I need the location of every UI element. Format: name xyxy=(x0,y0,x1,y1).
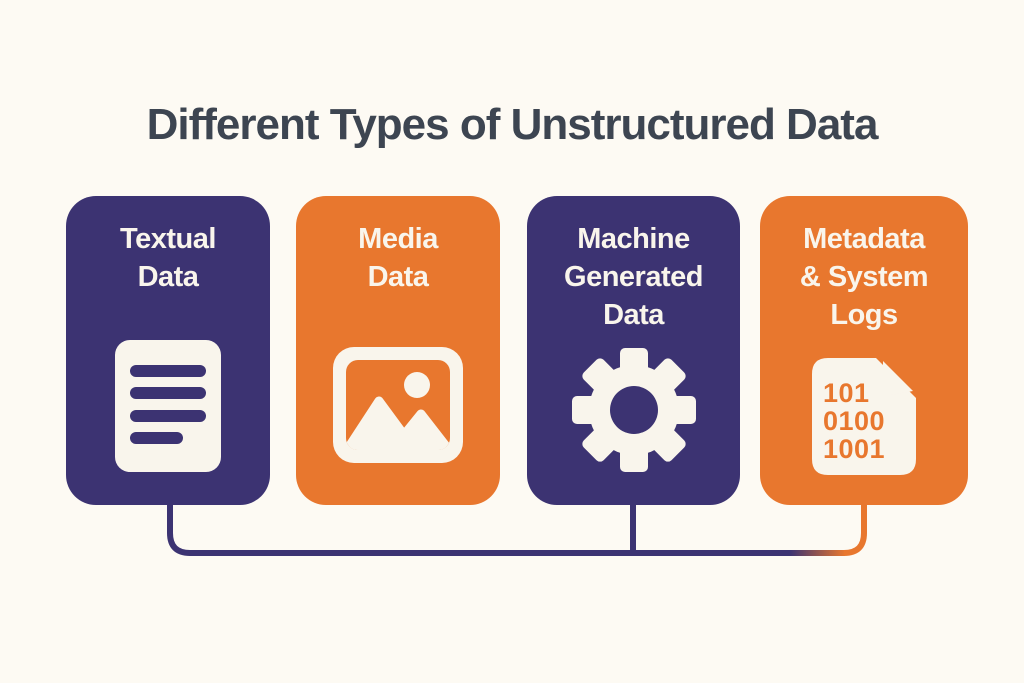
connector-right xyxy=(843,498,867,556)
image-icon xyxy=(333,347,463,463)
binary-line-2: 0100 xyxy=(823,406,885,436)
binary-line-1: 101 xyxy=(823,378,870,408)
card-label-line: Metadata xyxy=(803,223,925,255)
card-media-data-label: Media Data xyxy=(296,220,500,296)
card-metadata-system-logs: Metadata & System Logs 101 0100 1001 xyxy=(760,196,968,505)
page-title: Different Types of Unstructured Data xyxy=(146,100,879,149)
card-label-line: Data xyxy=(367,261,429,293)
connector-left xyxy=(167,498,812,556)
card-label-line: & System xyxy=(799,261,929,293)
gear-icon xyxy=(571,348,696,472)
card-machine-generated-data: Machine Generated Data xyxy=(527,196,740,505)
card-textual-data: Textual Data xyxy=(66,196,270,505)
card-label-line: Data xyxy=(137,261,199,293)
card-label-line: Machine xyxy=(577,223,690,255)
card-label-line: Logs xyxy=(830,299,898,331)
card-media-data: Media Data xyxy=(296,196,500,505)
document-lines-icon xyxy=(115,340,221,472)
card-metadata-system-logs-label: Metadata & System Logs xyxy=(760,220,968,334)
card-label-line: Textual xyxy=(120,223,216,255)
binary-line-3: 1001 xyxy=(823,434,885,464)
card-label-line: Data xyxy=(603,299,664,331)
card-label-line: Generated xyxy=(564,261,703,293)
binary-file-icon: 101 0100 1001 xyxy=(812,358,916,475)
card-textual-data-label: Textual Data xyxy=(66,220,270,296)
card-label-line: Media xyxy=(358,223,438,255)
card-machine-generated-data-label: Machine Generated Data xyxy=(527,220,740,334)
